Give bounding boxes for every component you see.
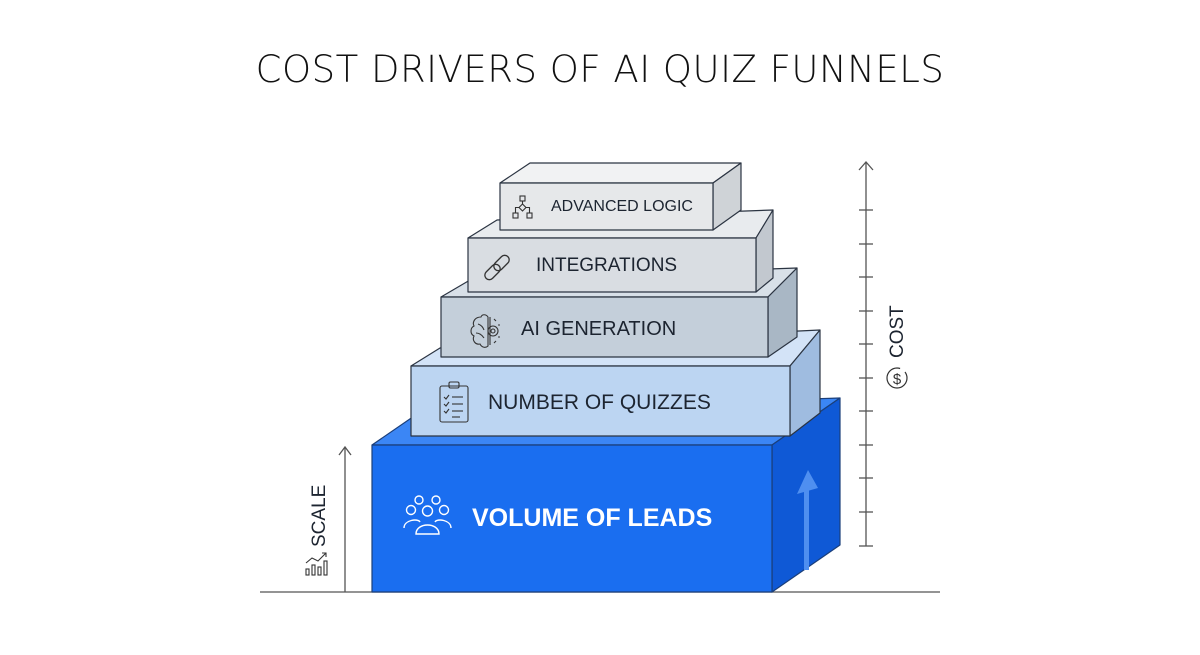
tier-label-ai-generation: AI GENERATION bbox=[521, 318, 677, 340]
cost-axis bbox=[858, 161, 874, 547]
diagram-title: COST DRIVERS OF AI QUIZ FUNNELS bbox=[255, 48, 945, 91]
scale-axis-label: SCALE bbox=[309, 484, 330, 547]
dollar-circle-icon: $ bbox=[886, 367, 908, 389]
cost-axis-label: COST bbox=[887, 305, 908, 358]
growth-chart-icon bbox=[305, 552, 328, 576]
tier-label-advanced-logic: ADVANCED LOGIC bbox=[551, 198, 693, 215]
tier-label-integrations: INTEGRATIONS bbox=[536, 255, 678, 276]
flowchart-icon bbox=[512, 195, 533, 219]
tier-label-volume-of-leads: VOLUME OF LEADS bbox=[472, 504, 713, 532]
clipboard-checklist-icon bbox=[439, 381, 469, 423]
users-group-icon bbox=[403, 495, 452, 535]
tier-label-number-of-quizzes: NUMBER OF QUIZZES bbox=[488, 391, 711, 414]
link-icon bbox=[484, 254, 510, 281]
svg-text:$: $ bbox=[893, 371, 902, 388]
tier-advanced-logic bbox=[499, 162, 742, 231]
scale-axis bbox=[338, 445, 352, 592]
up-arrow-icon bbox=[797, 470, 818, 570]
brain-gear-icon bbox=[470, 314, 500, 348]
